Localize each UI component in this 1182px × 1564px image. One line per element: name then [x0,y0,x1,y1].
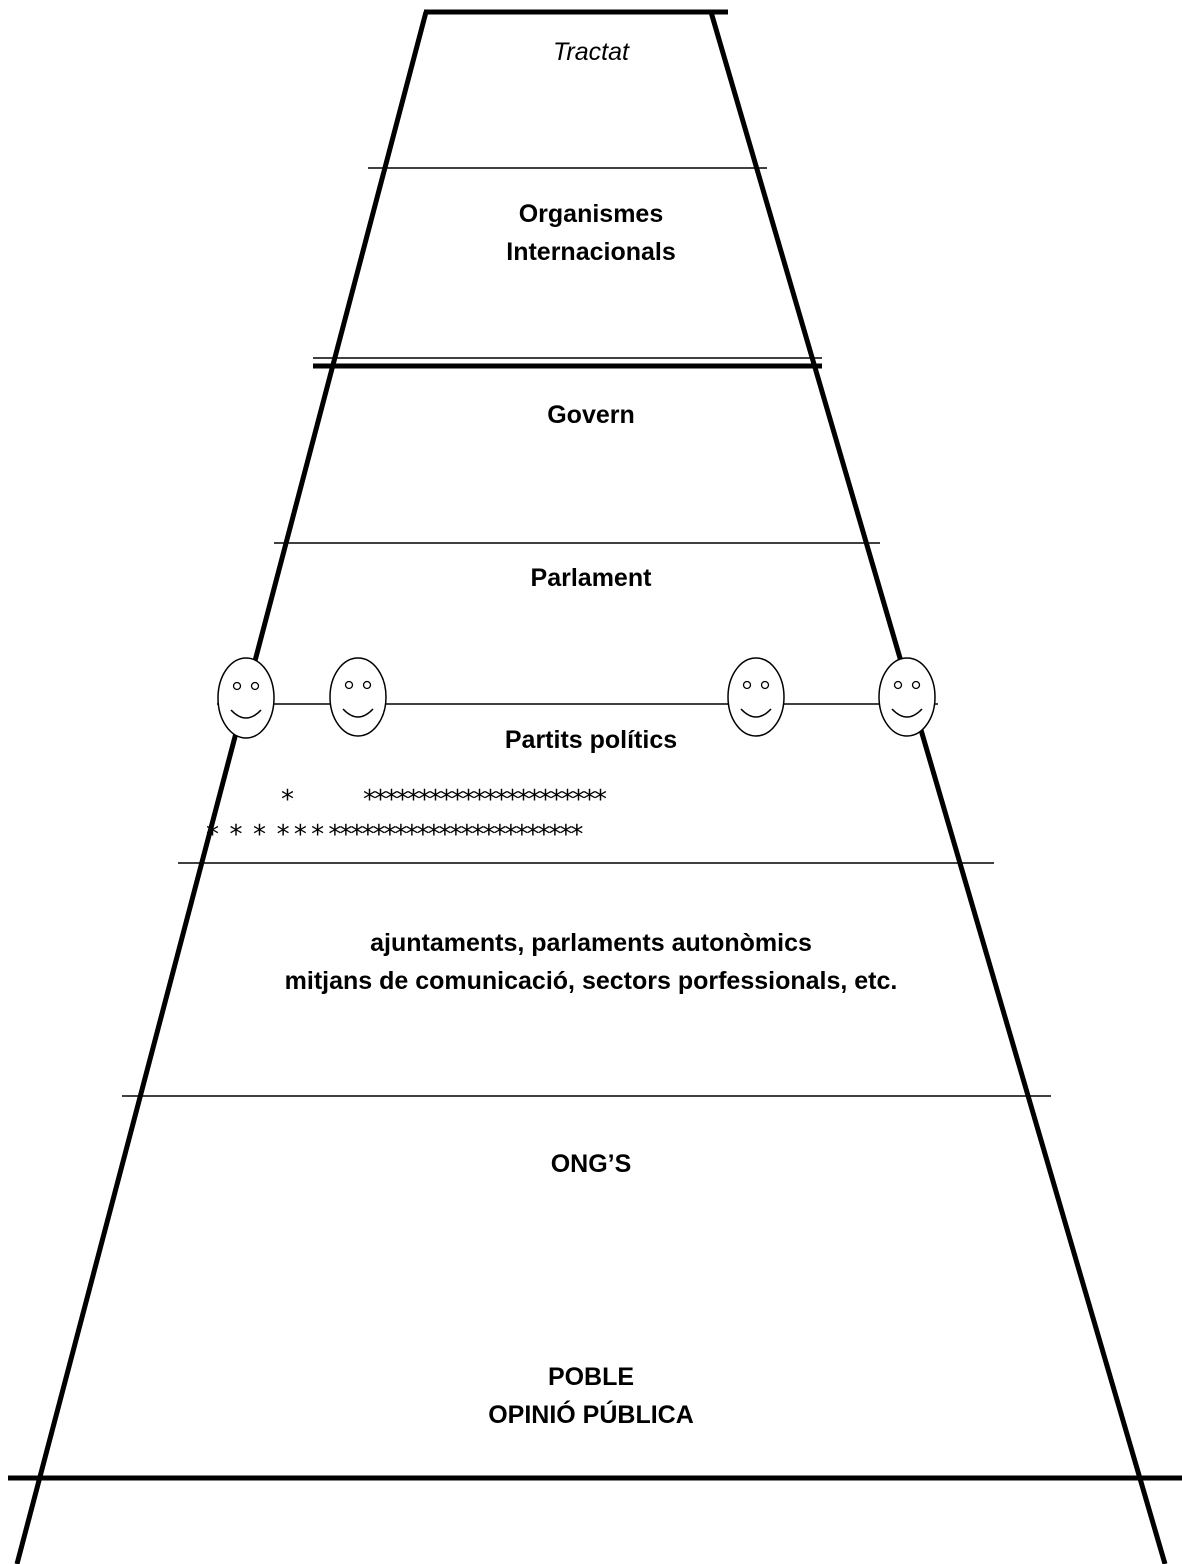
layer-parlament-label: Parlament [530,564,652,592]
layer-organismes-label-line2: Internacionals [506,238,676,266]
smiley-face-icon [329,657,387,737]
layer-govern-label: Govern [547,401,635,429]
pyramid-left-edge [14,11,429,1564]
smiley-face-icon [878,657,936,737]
pyramid-right-edge [708,11,1168,1564]
stars-row-1b: ********************** [363,785,607,815]
stars-row-1a: * [281,785,294,815]
layer-organismes-label-line1: Organismes [518,200,664,228]
layer-tractat-label: Tractat [553,38,629,66]
smiley-face-icon [217,657,275,739]
smiley-face-icon [727,657,785,737]
layer-poble-label: POBLE [547,1363,635,1391]
layer-societat-label-line1: ajuntaments, parlaments autonòmics [370,929,812,957]
layer-partits-label: Partits polítics [504,726,678,754]
layer-ongs-label: ONG’S [550,1150,632,1178]
stars-row-2: * * * * * * *********************** [206,820,583,850]
layer-opinio-label: OPINIÓ PÚBLICA [488,1401,694,1429]
layer-societat-label-line2: mitjans de comunicació, sectors porfessi… [284,967,898,995]
